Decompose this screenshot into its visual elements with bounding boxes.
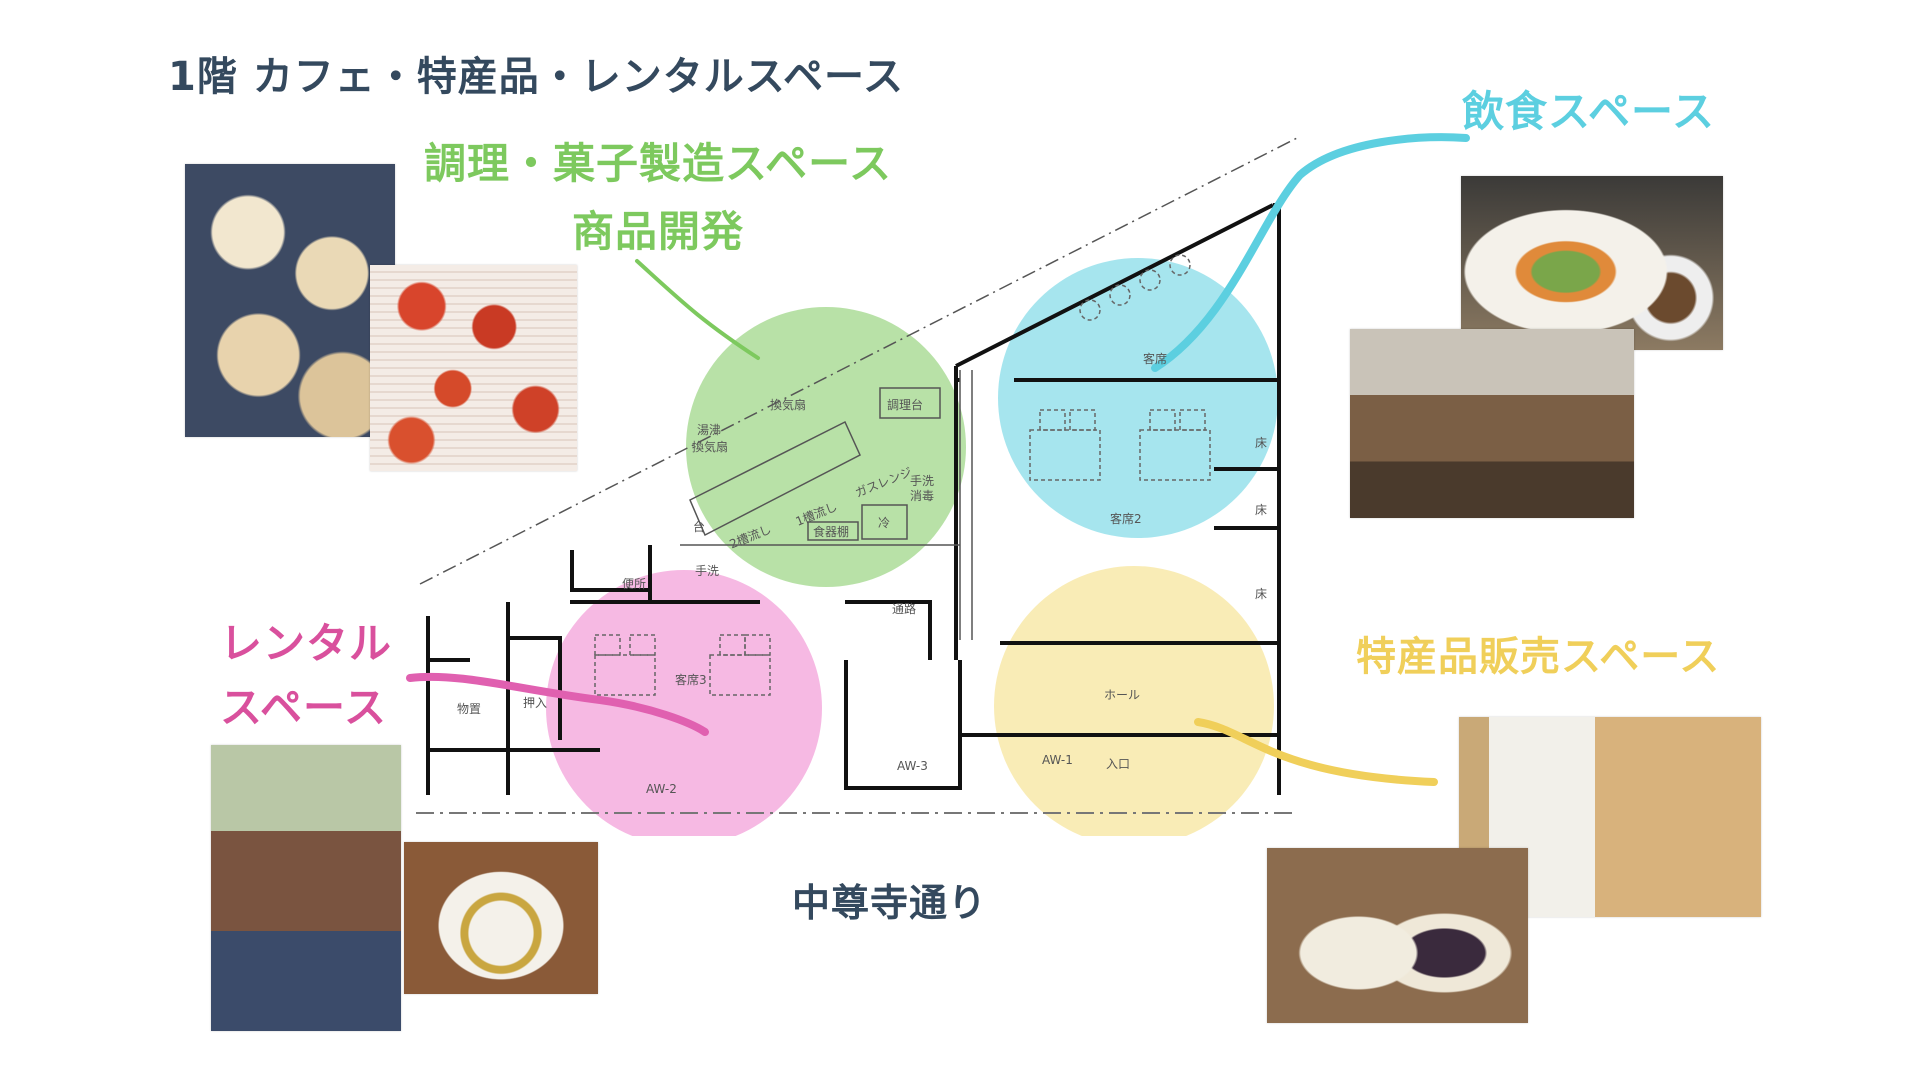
- shop-zone: [994, 566, 1274, 836]
- room-label: 床: [1255, 503, 1267, 517]
- rental-zone-label-sub: スペース: [220, 683, 387, 732]
- room-label: 物置: [457, 702, 481, 716]
- room-label: 便所: [622, 577, 646, 591]
- page-title: 1階 カフェ・特産品・レンタルスペース: [168, 54, 904, 100]
- room-label: 入口: [1106, 757, 1130, 771]
- rental-connector-line: [406, 672, 709, 736]
- walls: [426, 203, 1281, 795]
- dining-zone: [998, 258, 1278, 538]
- cafe-interior-photo: [1350, 329, 1634, 518]
- room-label: 手洗: [910, 474, 934, 488]
- dining-connector-line: [1151, 133, 1470, 372]
- donuts-photo: [185, 164, 395, 437]
- kitchen-fixtures: [680, 370, 973, 640]
- room-label: 食器棚: [813, 524, 849, 539]
- kitchen-zone-label-sub: 商品開発: [571, 207, 745, 256]
- kitchen-zone-label: 調理・菓子製造スペース: [424, 139, 892, 188]
- room-label: 換気扇: [692, 439, 728, 454]
- rental-zone: [546, 570, 822, 836]
- room-label: 押入: [523, 696, 547, 710]
- room-label: 換気扇: [770, 397, 806, 412]
- room-label: 通路: [892, 601, 916, 616]
- room-label: 冷: [878, 516, 890, 530]
- shop-connector-line: [1194, 718, 1438, 786]
- room-label: 床: [1255, 436, 1267, 450]
- room-label: 客席2: [1110, 511, 1142, 526]
- cafe-plate-photo: [1461, 176, 1723, 350]
- room-label: 調理台: [887, 397, 923, 412]
- dining-zone-label: 飲食スペース: [1462, 87, 1715, 136]
- rental-zone-label: レンタル: [220, 619, 393, 668]
- room-label: 客席3: [675, 672, 707, 687]
- room-label: 客席: [1143, 351, 1167, 366]
- kitchen-zone: [686, 307, 966, 587]
- room-label: 手洗: [695, 564, 719, 578]
- shimenawa-wreath-photo: [404, 842, 598, 994]
- room-label: AW-3: [897, 759, 928, 773]
- room-label: 湯沸: [697, 423, 721, 437]
- furniture: [594, 254, 1211, 696]
- manju-photo: [1267, 848, 1528, 1023]
- boundary-line: [419, 136, 1300, 585]
- room-label: 台: [693, 519, 705, 534]
- room-label: AW-2: [646, 782, 677, 796]
- rental-workshop-photo: [211, 745, 401, 1031]
- room-label: 床: [1255, 587, 1267, 601]
- room-label: AW-1: [1042, 753, 1073, 767]
- kitchen-connector-line: [635, 259, 760, 360]
- street-label: 中尊寺通り: [792, 881, 988, 925]
- room-label: ホール: [1104, 688, 1140, 702]
- shop-zone-label: 特産品販売スペース: [1356, 634, 1721, 680]
- room-label: 消毒: [910, 489, 934, 503]
- dried-tomatoes-photo: [370, 265, 577, 471]
